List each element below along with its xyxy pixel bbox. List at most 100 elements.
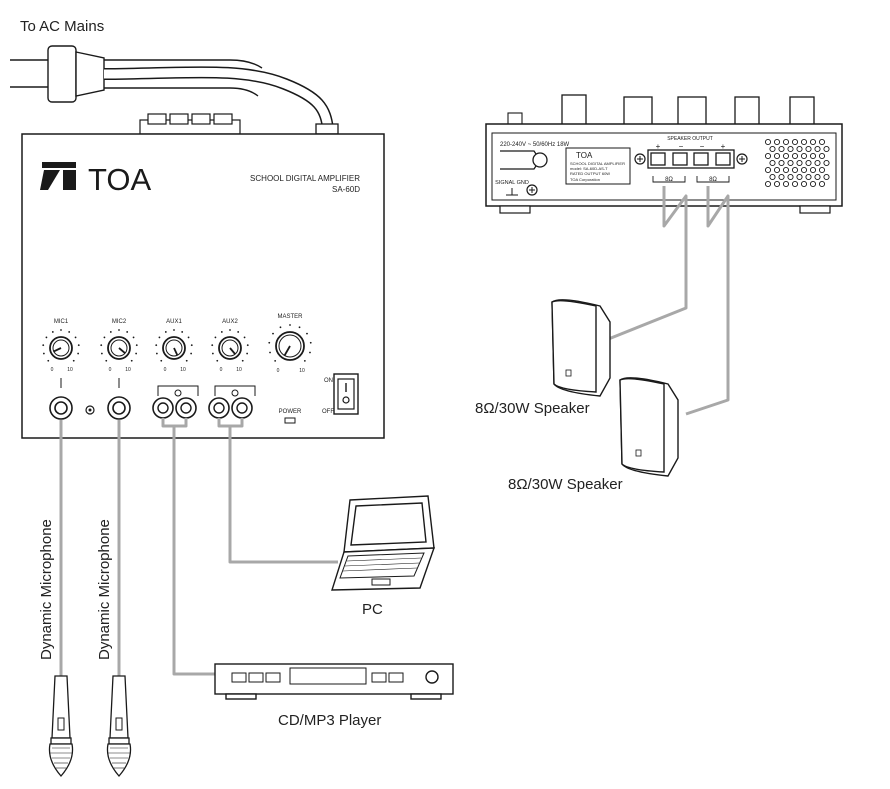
knob-max: 10 bbox=[236, 367, 242, 373]
vent-hole bbox=[782, 166, 790, 174]
speaker2-label: 8Ω/30W Speaker bbox=[508, 476, 623, 493]
vent-hole bbox=[778, 173, 785, 181]
knob-tick bbox=[132, 336, 135, 339]
svg-text:+: + bbox=[656, 142, 661, 151]
knob-tick bbox=[237, 331, 240, 333]
knob-tick bbox=[135, 344, 138, 347]
vent-hole bbox=[800, 166, 808, 174]
terminal-screws bbox=[634, 153, 748, 165]
vent-hole bbox=[800, 138, 808, 146]
vent-hole bbox=[809, 180, 817, 188]
vent-hole bbox=[814, 173, 821, 181]
pc-laptop bbox=[331, 495, 436, 591]
aux2-rca-left[interactable] bbox=[208, 397, 230, 419]
knob-label: MASTER bbox=[277, 314, 303, 320]
vent-hole bbox=[791, 166, 799, 174]
vent-hole bbox=[805, 159, 812, 167]
cd-player-label: CD/MP3 Player bbox=[278, 712, 382, 729]
vent-hole bbox=[787, 159, 794, 167]
knob-tick bbox=[214, 336, 217, 339]
knob-pointer bbox=[173, 347, 179, 356]
knob-tick bbox=[289, 324, 291, 326]
vent-hole bbox=[782, 152, 790, 160]
signal-gnd-label: SIGNAL GND bbox=[495, 180, 529, 186]
vent-hole bbox=[773, 166, 781, 174]
ac-plug bbox=[10, 45, 263, 103]
knob-tick bbox=[211, 344, 214, 347]
vent-hole bbox=[769, 145, 776, 153]
knob-tick bbox=[42, 344, 45, 347]
knob-tick bbox=[135, 352, 138, 355]
knob-tick bbox=[60, 329, 62, 331]
impedance-brackets bbox=[652, 176, 730, 183]
vent-hole bbox=[818, 138, 826, 146]
microphone-1 bbox=[48, 675, 74, 777]
knob-pointer bbox=[229, 347, 236, 355]
knob-min: 0 bbox=[220, 367, 223, 373]
vent-hole bbox=[823, 145, 830, 153]
knob-pointer bbox=[118, 347, 126, 354]
svg-text:RATED OUTPUT 60W: RATED OUTPUT 60W bbox=[570, 171, 610, 176]
rear-top-nubs bbox=[507, 112, 523, 126]
switch-off-label: OFF bbox=[322, 409, 334, 415]
knob-tick bbox=[77, 352, 80, 355]
knob-tick bbox=[272, 332, 274, 335]
svg-text:TOA Corporation: TOA Corporation bbox=[570, 177, 600, 182]
vent-hole bbox=[809, 152, 817, 160]
ground-screw bbox=[526, 184, 538, 196]
knob-tick bbox=[105, 359, 108, 362]
knob-max: 10 bbox=[125, 367, 131, 373]
vent-hole bbox=[764, 166, 772, 174]
knob-tick bbox=[42, 352, 45, 355]
knob-tick bbox=[309, 341, 312, 344]
vent-hole bbox=[791, 180, 799, 188]
knob-tick bbox=[269, 351, 271, 354]
knob-min: 0 bbox=[164, 367, 167, 373]
knob-tick bbox=[100, 352, 103, 355]
knob-tick bbox=[118, 329, 120, 331]
vent-hole bbox=[800, 180, 808, 188]
knob-tick bbox=[74, 336, 77, 339]
knob-tick bbox=[243, 336, 246, 339]
mic-collar bbox=[50, 737, 72, 745]
mic2-jack[interactable] bbox=[107, 396, 131, 420]
knob-max: 10 bbox=[299, 368, 305, 374]
vent-hole bbox=[791, 152, 799, 160]
impedance-left: 8Ω bbox=[665, 177, 673, 183]
vent-hole bbox=[773, 138, 781, 146]
knob-tick bbox=[126, 331, 129, 333]
amp-model-name: SCHOOL DIGITAL AMPLIFIER bbox=[250, 174, 360, 183]
mic-collar bbox=[108, 737, 130, 745]
knob-tick bbox=[190, 352, 193, 355]
aux1-rca-right[interactable] bbox=[175, 397, 197, 419]
vent-hole bbox=[764, 138, 772, 146]
knob-tick bbox=[68, 331, 71, 333]
speaker-1 bbox=[551, 299, 611, 397]
knob-pointer bbox=[283, 345, 291, 356]
knob-tick bbox=[211, 352, 214, 355]
speaker-output-label: SPEAKER OUTPUT bbox=[667, 136, 713, 142]
speaker-terminal-block[interactable] bbox=[647, 149, 735, 169]
knob-tick bbox=[51, 331, 54, 333]
cables bbox=[59, 186, 730, 680]
power-label: POWER bbox=[279, 409, 302, 415]
rear-feet bbox=[499, 205, 831, 214]
aux1-rca-left[interactable] bbox=[152, 397, 174, 419]
power-switch[interactable] bbox=[333, 373, 359, 415]
mic1-jack[interactable] bbox=[49, 396, 73, 420]
vent-hole bbox=[764, 152, 772, 160]
pc-label: PC bbox=[362, 601, 383, 618]
knob-tick bbox=[155, 352, 158, 355]
vent-hole bbox=[796, 145, 803, 153]
aux2-rca-right[interactable] bbox=[231, 397, 253, 419]
knob-tick bbox=[47, 359, 50, 362]
aux2-cable bbox=[217, 418, 338, 564]
mic-switch bbox=[115, 717, 123, 731]
vent-hole bbox=[769, 159, 776, 167]
knob-tick bbox=[220, 331, 223, 333]
